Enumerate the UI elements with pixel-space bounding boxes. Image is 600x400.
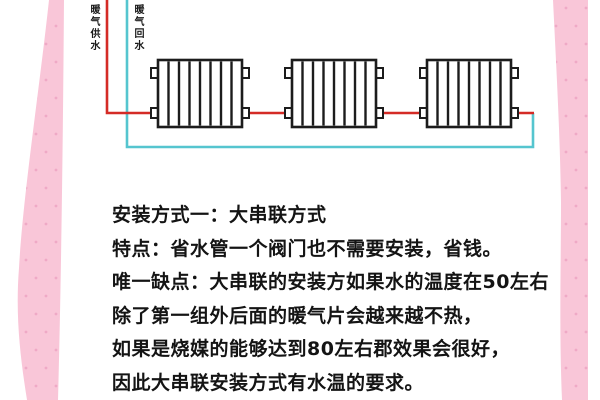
radiator-2 [283,58,385,129]
text-line-title: 安装方式一：大串联方式 [112,204,327,226]
return-pipe [125,0,535,149]
explanation-text: 安装方式一：大串联方式 特点：省水管一个阀门也不需要安装，省钱。 唯一缺点：大串… [112,199,572,400]
right-pink-border [553,0,588,400]
supply-pipe-label: 暖气供水 [88,4,99,52]
left-pink-border [17,0,64,400]
text-line-detail-1: 除了第一组外后面的暖气片会越来越不热， [112,304,483,327]
text-line-feature: 特点：省水管一个阀门也不需要安装，省钱。 [112,237,503,260]
text-line-drawback: 唯一缺点：大串联的安装方如果水的温度在50左右 [112,271,549,293]
return-pipe-label: 暖气回水 [132,4,143,52]
supply-pipe [105,0,152,115]
text-line-detail-2: 如果是烧媒的能够达到80左右郡效果会很好， [112,338,510,360]
radiator-3 [418,58,520,129]
radiator-1 [149,58,251,129]
text-line-conclusion: 因此大串联安装方式有水温的要求。 [112,371,425,394]
